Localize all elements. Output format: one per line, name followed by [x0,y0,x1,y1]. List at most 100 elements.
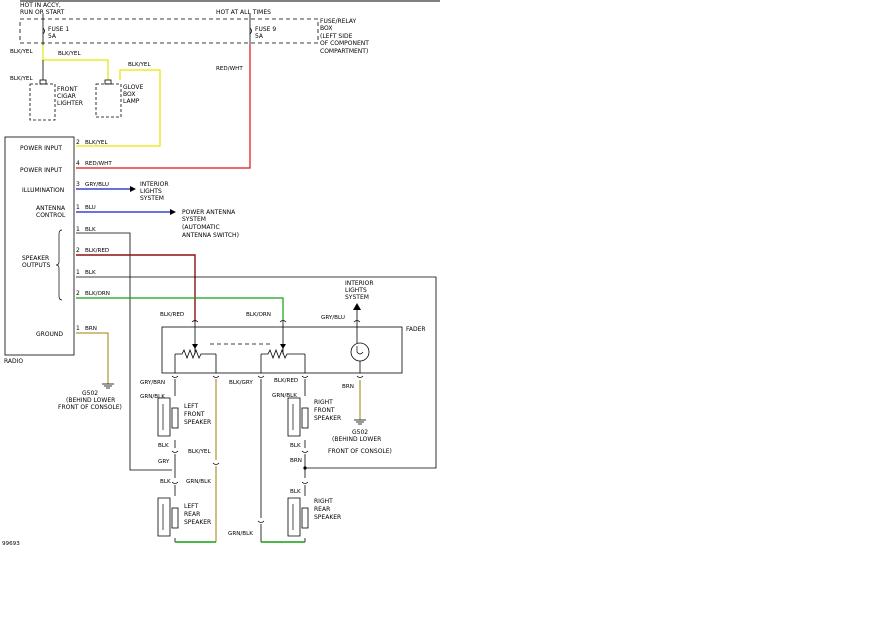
fader-box [161,326,403,374]
fader-in-grybln: GRY/BLU [321,315,345,321]
wire-blkyel-d: BLK/YEL [10,76,33,82]
rr-label-1: RIGHT [314,498,333,505]
radio-wire-2: RED/WHT [85,161,112,167]
fuse9-name: FUSE 9 [255,26,276,33]
radio-spk-1: SPEAKER [22,255,49,262]
speaker-bracket-icon [55,229,63,301]
radio-wire-1: BLK/YEL [85,140,108,146]
fuse9-rating: 5A [255,33,264,40]
potentiometer-left-icon [175,348,216,360]
cigar-label-3: LIGHTER [57,100,83,107]
pin-7: 1 [76,269,80,276]
radio-spk-2: OUTPUTS [22,262,50,269]
radio-wire-8: BLK/ORN [85,291,110,297]
fuse1-icon [42,27,45,35]
spk-wire-brn: BRN [290,458,302,464]
ground-icon [102,383,114,389]
spk-wire-grnblk-bottom: GRN/BLK [228,531,253,537]
cigar-label-2: CIGAR [57,93,76,100]
fader-int-2: LIGHTS [345,287,367,294]
radio-wire-4: BLU [85,205,96,211]
spk-wire-grnblk-rf: GRN/BLK [272,393,297,399]
spk-wire-gry: GRY [158,459,170,465]
top-wires [42,45,251,169]
lf-label-2: FRONT [184,411,205,418]
spk-wire-grnblk-lf: GRN/BLK [140,394,165,400]
lr-label-3: SPEAKER [184,519,211,526]
potentiometer-right-icon [261,348,305,360]
radio-wire-5: BLK [85,227,96,233]
illum-dest-3: SYSTEM [140,195,164,202]
spk-wire-blk-lr: BLK [160,479,171,485]
fuse9-icon [249,27,252,35]
spk-wire-blk-lf: BLK [158,443,169,449]
left-front-speaker-icon [157,397,179,437]
radio-ground: GROUND [36,331,63,338]
wire-redwht-top: RED/WHT [216,66,243,72]
lf-label-3: SPEAKER [184,419,211,426]
radio-power1: POWER INPUT [20,145,62,152]
hot-all-times-label: HOT AT ALL TIMES [216,9,271,16]
spk-wire-blk-rf: BLK [290,443,301,449]
pin-6: 2 [76,247,80,254]
rf-label-1: RIGHT [314,399,333,406]
radio-power2: POWER INPUT [20,167,62,174]
spk-wire-grnblk-lr: GRN/BLK [186,479,211,485]
speaker-wires [171,379,309,543]
radio-ant-1: ANTENNA [36,205,66,212]
ant-dest-1: POWER ANTENNA [182,209,236,216]
fader-in-blkorn: BLK/ORN [246,312,271,318]
radio-label: RADIO [4,358,23,365]
fader-ground-loc-1: (BEHIND LOWER [332,436,381,443]
rf-label-2: FRONT [314,407,335,414]
spk-wire-blkyel: BLK/YEL [188,449,211,455]
cigar-label-1: FRONT [57,86,78,93]
fader-ground-wire [354,380,366,425]
right-front-speaker-icon [287,397,309,437]
pin-4: 1 [76,204,80,211]
radio-ground-name: G502 [82,390,98,397]
fuse1-rating: 5A [48,33,57,40]
radio-ground-loc-1: (BEHIND LOWER [66,397,115,404]
hot-accy-label-1: HOT IN ACCY, [20,2,61,9]
fader-ground-name: G502 [352,429,368,436]
lamp-icon [350,342,370,362]
radio-ground-loc-2: FRONT OF CONSOLE) [58,404,122,411]
rf-label-3: SPEAKER [314,415,341,422]
radio-wire-9: BRN [85,326,97,332]
fader-int-1: INTERIOR [345,280,374,287]
lr-label-2: REAR [184,511,200,518]
fader-int-3: SYSTEM [345,294,369,301]
wire-blkyel-b: BLK/YEL [58,51,81,57]
cigar-lighter-icon [29,79,56,121]
rr-label-2: REAR [314,506,330,513]
box-label-3: (LEFT SIDE [320,33,353,40]
radio-ant-2: CONTROL [36,212,66,219]
pin-1: 2 [76,139,80,146]
hot-accy-label-2: RUN OR START [20,9,65,16]
fader-in-blkred: BLK/RED [160,312,184,318]
lf-label-1: LEFT [184,403,198,410]
radio-wire-6: BLK/RED [85,248,109,254]
fader-out-blkgry: BLK/GRY [229,380,253,386]
box-label-2: BOX [320,25,332,32]
radio-wire-3: GRY/BLU [85,182,109,188]
fader-out-blkred: BLK/RED [274,378,298,384]
right-rear-speaker-icon [287,497,309,537]
spk-wire-blk-rr: BLK [290,489,301,495]
radio-box [4,136,75,356]
pin-5: 1 [76,226,80,233]
glove-label-3: LAMP [123,98,140,105]
pin-9: 1 [76,325,80,332]
left-rear-speaker-icon [157,497,179,537]
wire-blkyel-a: BLK/YEL [10,49,33,55]
box-label-1: FUSE/RELAY [320,18,357,25]
fader-out-grybrn: GRY/BRN [140,380,165,386]
box-label-4: OF COMPONENT [320,40,369,47]
pin-3: 3 [76,181,80,188]
wire-blkyel-c: BLK/YEL [128,62,151,68]
pin-8: 2 [76,290,80,297]
fuse1-name: FUSE 1 [48,26,69,33]
ant-dest-4: ANTENNA SWITCH) [182,232,239,239]
